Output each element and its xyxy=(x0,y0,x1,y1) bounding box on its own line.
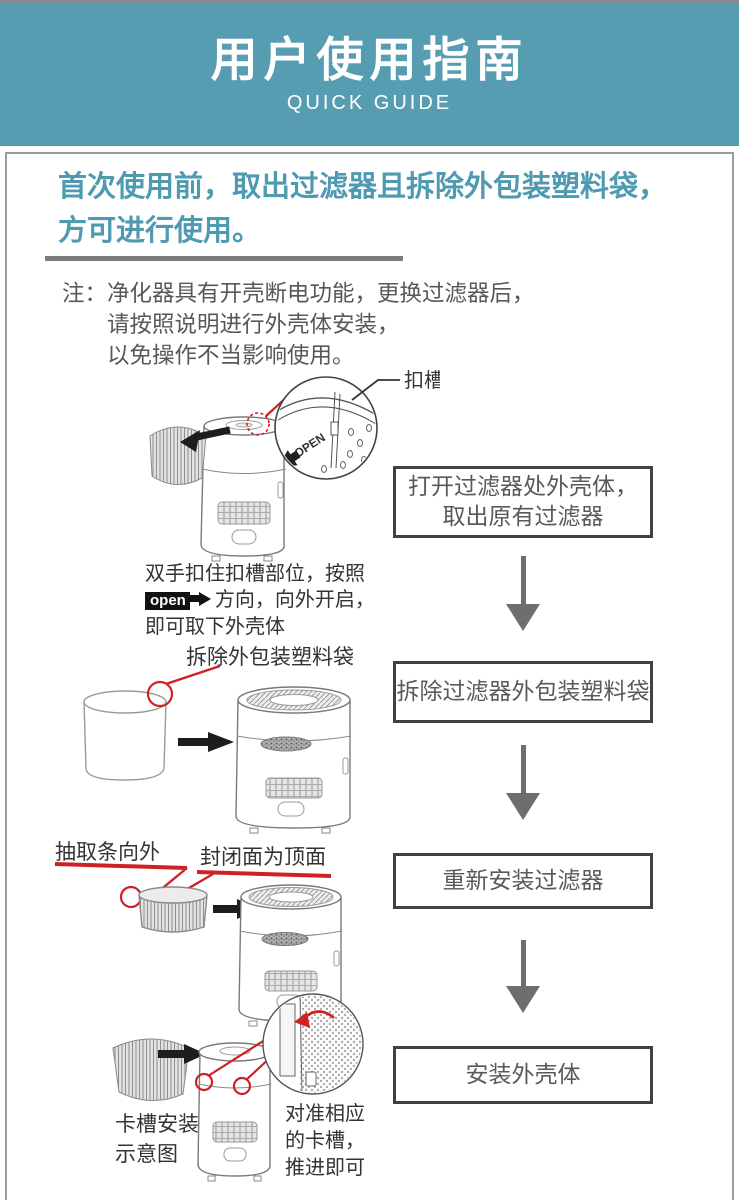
diagram4-caption-line-1: 卡槽安装 xyxy=(115,1113,199,1136)
header-band: 用户使用指南 QUICK GUIDE xyxy=(0,3,739,146)
diagram1-caption-line-2: open 方向，向外开启， xyxy=(145,587,375,613)
diagram4-hint: 对准相应 的卡槽， 推进即可 xyxy=(285,1101,365,1182)
open-badge-arrow-icon xyxy=(189,595,199,603)
diagram-remove-bag xyxy=(83,664,352,834)
buckle-slot-label: 扣槽 xyxy=(404,369,440,392)
note-line-2: 请按照说明进行外壳体安装， xyxy=(107,311,400,337)
open-badge: open xyxy=(145,592,190,611)
warning-heading: 首次使用前，取出过滤器且拆除外包装塑料袋， 方可进行使用。 xyxy=(58,166,723,253)
flow-arrow-2-icon xyxy=(506,745,540,820)
slot-highlight-left xyxy=(194,1072,214,1092)
filter-cylinder xyxy=(138,886,208,933)
diagram4-hint-line-1: 对准相应 xyxy=(285,1103,365,1125)
plastic-bag-cylinder xyxy=(83,690,167,781)
diagram4-caption-line-2: 示意图 xyxy=(115,1143,178,1167)
page-title: 用户使用指南 xyxy=(210,33,529,87)
page-subtitle: QUICK GUIDE xyxy=(286,91,453,114)
insert-arrow-icon xyxy=(178,732,234,752)
flow-step-2-line-1: 拆除过滤器外包装塑料袋 xyxy=(396,678,650,705)
callout-leader-line xyxy=(351,379,400,401)
install-arrow-icon xyxy=(158,1044,206,1064)
bag-highlight-circle xyxy=(146,680,174,708)
diagram-open-shell: OPEN 扣槽 xyxy=(149,369,440,562)
diagram1-caption: 双手扣住扣槽部位，按照 open 方向，向外开启， 即可取下外壳体 xyxy=(145,561,375,640)
diagram-install-shell xyxy=(112,993,364,1182)
warning-line-2: 方可进行使用。 xyxy=(58,214,262,247)
diagram-insert-filter xyxy=(54,862,343,1027)
flow-arrow-3-icon xyxy=(506,940,540,1013)
diagram4-caption: 卡槽安装 示意图 xyxy=(115,1110,199,1171)
flow-arrow-1-icon xyxy=(506,556,540,631)
diagram4-hint-line-3: 推进即可 xyxy=(285,1157,365,1179)
pull-arrow-icon xyxy=(180,426,231,452)
red-leader-line xyxy=(165,664,221,686)
heading-divider xyxy=(45,256,403,261)
diagram1-caption-line-2-text: 方向，向外开启， xyxy=(214,589,375,612)
note-line-1: 注：净化器具有开壳断电功能，更换过滤器后， xyxy=(62,281,535,306)
slot-highlight-right xyxy=(232,1076,252,1096)
diagram1-caption-line-1: 双手扣住扣槽部位，按照 xyxy=(145,563,365,585)
diagram3-label-right: 封闭面为顶面 xyxy=(200,846,326,869)
buckle-area-highlight xyxy=(246,412,270,436)
flow-step-1-line-1: 打开过滤器处外壳体， xyxy=(408,473,638,500)
warning-line-1: 首次使用前，取出过滤器且拆除外包装塑料袋， xyxy=(58,171,668,203)
flow-step-2: 拆除过滤器外包装塑料袋 xyxy=(393,661,653,723)
filter-strip-highlight xyxy=(119,885,143,909)
diagram1-caption-line-3: 即可取下外壳体 xyxy=(145,615,285,638)
diagram2-label: 拆除外包装塑料袋 xyxy=(186,646,354,669)
outer-shell-piece xyxy=(112,1038,190,1102)
vent-grille xyxy=(217,501,271,525)
diagram3-label-left: 抽取条向外 xyxy=(55,841,160,864)
note-block: 注：净化器具有开壳断电功能，更换过滤器后， 请按照说明进行外壳体安装， 以免操作… xyxy=(62,279,535,371)
flow-step-1: 打开过滤器处外壳体， 取出原有过滤器 xyxy=(393,466,653,538)
flow-step-4-line-1: 安装外壳体 xyxy=(465,1061,581,1088)
flow-step-3-line-1: 重新安装过滤器 xyxy=(442,867,604,894)
note-line-3: 以免操作不当影响使用。 xyxy=(107,342,355,368)
flow-step-4: 安装外壳体 xyxy=(393,1046,653,1104)
diagram4-hint-line-2: 的卡槽， xyxy=(285,1130,365,1152)
flow-step-1-line-2: 取出原有过滤器 xyxy=(442,503,604,529)
flow-step-3: 重新安装过滤器 xyxy=(393,853,653,909)
content-frame xyxy=(5,152,734,1200)
fan-inlet xyxy=(260,736,312,752)
top-edge-strip xyxy=(0,0,739,3)
